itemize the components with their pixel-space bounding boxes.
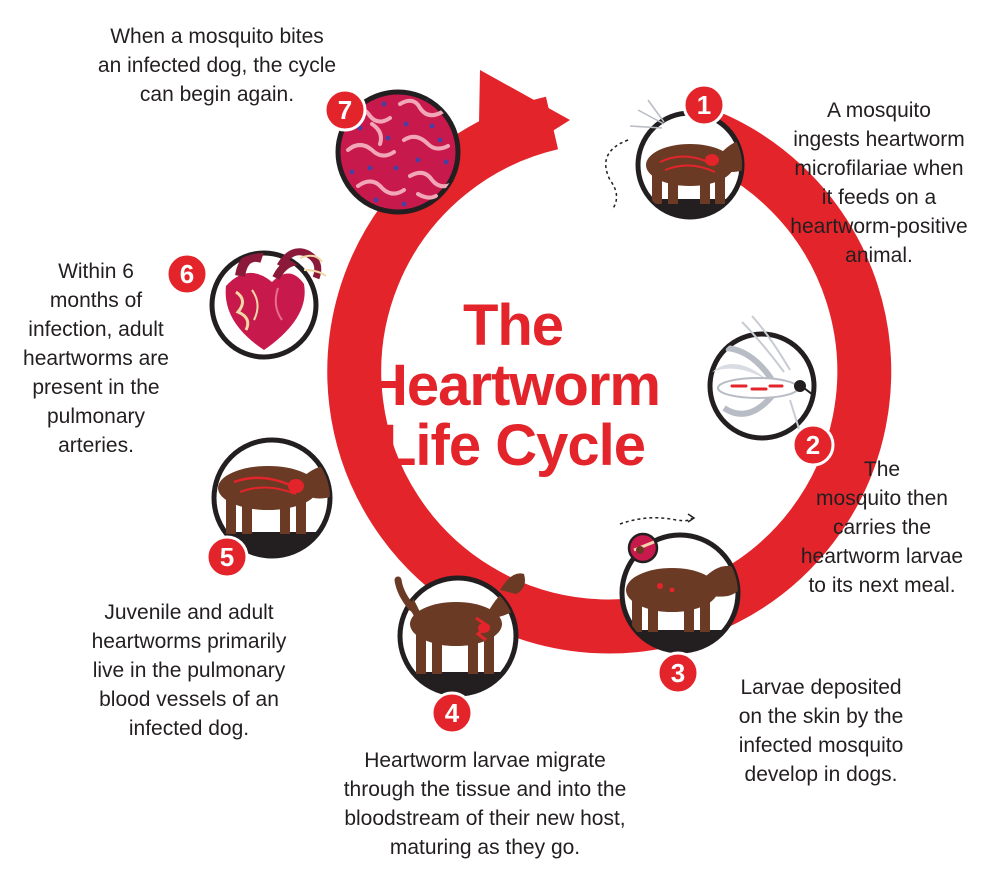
- step-6-description: Within 6 months of infection, adult hear…: [23, 260, 169, 457]
- mosquito-with-larvae-icon: [712, 345, 814, 417]
- step-3-number: 3: [671, 658, 685, 688]
- step-6-number: 6: [180, 259, 194, 289]
- step-7-number: 7: [338, 95, 352, 125]
- step-1-badge: 1: [682, 83, 726, 127]
- step-5-badge: 5: [205, 535, 249, 579]
- step-3-description: Larvae deposited on the skin by the infe…: [738, 676, 904, 786]
- cycle-ring: [327, 96, 892, 654]
- step-1-description: A mosquito ingests heartworm microfilari…: [790, 99, 968, 267]
- step-7-medallion: [335, 89, 461, 215]
- step-1-medallion: [605, 99, 745, 220]
- microfilariae-blood-icon: [346, 95, 454, 207]
- title-line-1: The: [463, 293, 563, 358]
- pulmonary-artery-icon: [276, 248, 327, 280]
- step-1-number: 1: [697, 90, 711, 120]
- step-5-description: Juvenile and adult heartworms primarily …: [91, 601, 287, 740]
- step-4-description: Heartworm larvae migrate through the tis…: [343, 749, 627, 859]
- step-3-medallion: [619, 513, 741, 654]
- cycle-arrowhead: [478, 70, 570, 178]
- step-7-description: When a mosquito bites an infected dog, t…: [97, 25, 337, 106]
- bite-zoom-icon: [627, 532, 659, 564]
- title: The Heartworm Life Cycle: [366, 293, 661, 478]
- step-7-badge: 7: [323, 88, 367, 132]
- step-5-medallion: [211, 437, 333, 559]
- step-4-badge: 4: [430, 691, 474, 735]
- step-6-badge: 6: [165, 252, 209, 296]
- title-line-2: Heartworm: [366, 353, 660, 418]
- step-4-number: 4: [445, 698, 460, 728]
- step-2-number: 2: [806, 430, 820, 460]
- step-2-badge: 2: [791, 423, 835, 467]
- step-2-description: The mosquito then carries the heartworm …: [800, 458, 964, 597]
- step-3-badge: 3: [656, 651, 700, 695]
- step-4-medallion: [394, 573, 525, 697]
- step-6-medallion: [209, 248, 327, 360]
- title-line-3: Life Cycle: [381, 413, 645, 478]
- step-5-number: 5: [220, 542, 234, 572]
- step-2-medallion: [707, 315, 817, 441]
